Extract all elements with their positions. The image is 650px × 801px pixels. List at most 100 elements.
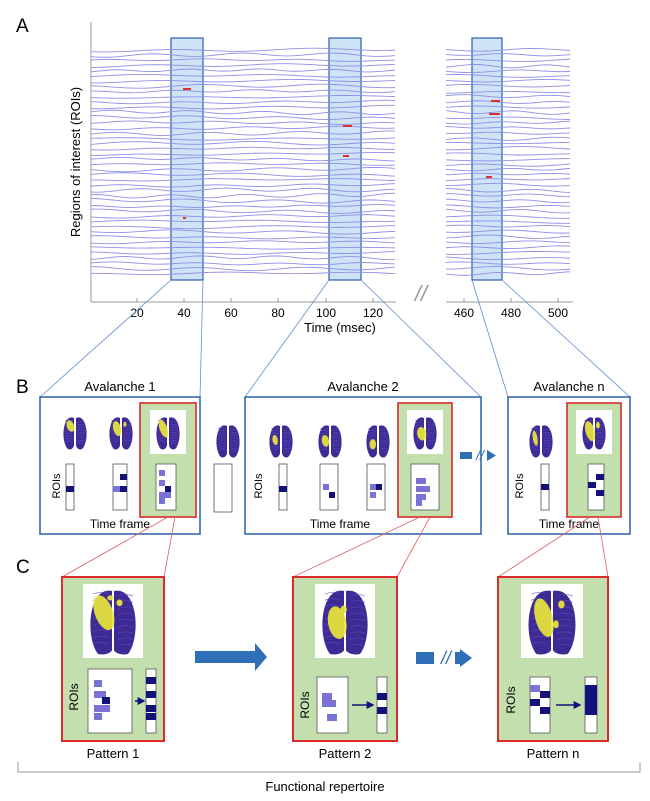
roi-trace (90, 89, 396, 94)
roi-trace (445, 208, 571, 214)
roi-trace (445, 90, 571, 94)
roi-trace (91, 271, 396, 275)
roi-column (65, 463, 75, 511)
event-mark (489, 113, 500, 115)
roi-trace (90, 235, 396, 240)
x-tick-label: 460 (454, 306, 474, 320)
roi-trace (445, 188, 571, 194)
panel-a-letter: A (16, 16, 29, 37)
roi-trace (90, 187, 396, 193)
brain-icon (582, 417, 606, 450)
roi-trace (90, 146, 396, 151)
roi-column (366, 463, 386, 511)
x-axis-label: Time (msec) (304, 320, 376, 335)
roi-trace (90, 47, 396, 53)
roi-trace (90, 130, 396, 136)
roi-trace (90, 52, 396, 58)
pattern-n-label: Pattern n (527, 746, 580, 761)
roi-trace (445, 79, 571, 83)
threshold-events (183, 88, 500, 219)
event-mark (491, 100, 500, 102)
roi-trace (445, 234, 571, 239)
roi-trace (445, 178, 571, 182)
roi-trace (445, 245, 571, 249)
avalanche-time-windows (170, 37, 503, 281)
roi-trace (445, 48, 571, 52)
event-mark (183, 217, 186, 219)
roi-column (213, 463, 233, 513)
pattern-1-roi-vector (145, 668, 157, 734)
zoom-connectors-b-c (61, 516, 609, 578)
brain-icon (109, 417, 133, 450)
x-tick-label: 100 (316, 306, 336, 320)
event-mark (343, 155, 349, 157)
x-tick-label: 60 (224, 306, 238, 320)
pattern-2-rois-label: ROIs (298, 691, 312, 718)
roi-trace (445, 131, 571, 135)
roi-column (155, 463, 177, 511)
y-axis-label: Regions of interest (ROIs) (68, 87, 83, 237)
roi-trace (90, 255, 396, 261)
pattern-transition-arrow-2: // (416, 648, 472, 668)
brain-icon (156, 417, 180, 450)
roi-trace (445, 220, 571, 224)
roi-trace (90, 219, 396, 224)
pattern-1-rois-label: ROIs (67, 683, 81, 710)
pattern-1-roi-matrix (87, 668, 133, 734)
brain-icon (366, 425, 390, 458)
pattern-n-brain-icon (528, 590, 576, 655)
roi-trace (445, 229, 571, 234)
pattern-1-brain-icon (90, 590, 136, 655)
avalanche-n-title: Avalanche n (533, 379, 604, 394)
roi-trace (445, 136, 571, 141)
roi-trace (90, 58, 396, 62)
roi-trace (90, 137, 396, 141)
roi-column (278, 463, 288, 511)
panel-c-letter: C (16, 557, 30, 578)
roi-trace (90, 208, 396, 214)
roi-trace (90, 178, 396, 182)
pattern-2-label: Pattern 2 (319, 746, 372, 761)
roi-trace (445, 146, 571, 151)
roi-trace (445, 271, 571, 276)
avalanche-continuation-arrow: // (460, 447, 496, 463)
roi-trace (90, 198, 396, 204)
pattern-n-roi-matrix (529, 676, 551, 734)
roi-trace (90, 157, 396, 162)
roi-trace (445, 120, 571, 125)
time-window-n (471, 37, 503, 281)
brain-icon (63, 417, 87, 450)
avalanche-1-time-label: Time frame (90, 517, 151, 531)
pattern-2-brain-icon (322, 590, 368, 655)
roi-trace (445, 214, 571, 219)
pattern-roi-matrices (87, 668, 598, 734)
pattern-n-roi-vector (584, 676, 598, 734)
avalanche-2-group: Avalanche 2 ROIs Time frame (244, 379, 482, 535)
roi-trace (90, 83, 396, 89)
pattern-transition-arrow-1 (195, 643, 267, 671)
roi-trace (445, 74, 571, 78)
pattern-brain-maps (83, 584, 583, 658)
avalanche-n-rois-label: ROIs (514, 473, 526, 499)
roi-trace (90, 73, 396, 78)
roi-trace (445, 100, 571, 104)
roi-column (587, 463, 605, 511)
avalanche-roi-columns (65, 463, 605, 513)
roi-trace (445, 182, 571, 187)
pattern-2-roi-vector (376, 676, 388, 734)
roi-trace (90, 224, 396, 230)
avalanche-n-frame (507, 396, 631, 535)
brain-icon (413, 417, 437, 450)
avalanche-1-title: Avalanche 1 (84, 379, 155, 394)
repertoire-label: Functional repertoire (265, 779, 384, 794)
roi-trace (445, 69, 571, 73)
pattern-n-rois-label: ROIs (504, 686, 518, 713)
avalanche-brain-snapshots (63, 410, 612, 458)
roi-trace (90, 152, 396, 156)
avalanche-1-frame (39, 396, 201, 535)
roi-trace (445, 193, 571, 198)
roi-trace (445, 256, 571, 261)
roi-trace (90, 204, 396, 208)
x-tick-label: 480 (501, 306, 521, 320)
